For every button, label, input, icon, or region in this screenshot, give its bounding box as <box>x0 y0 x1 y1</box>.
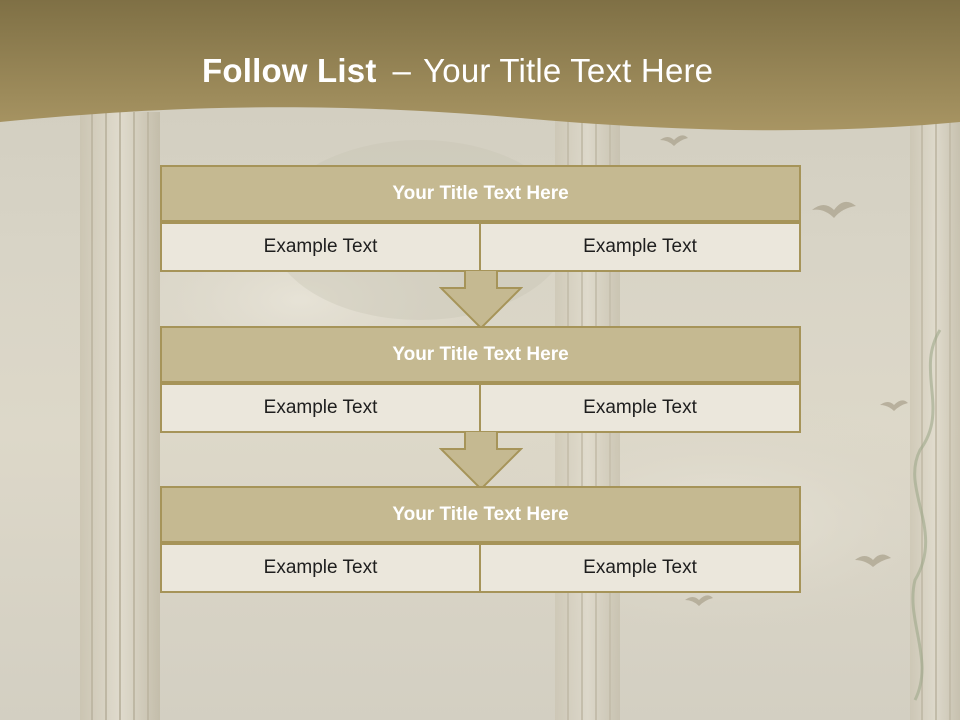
row-cell-left: Example Text <box>160 543 481 593</box>
row-cell-left: Example Text <box>160 383 481 433</box>
birds <box>660 135 908 606</box>
left-column <box>80 112 160 720</box>
row-header: Your Title Text Here <box>160 486 801 543</box>
down-arrow-icon <box>439 270 523 330</box>
row-header: Your Title Text Here <box>160 326 801 383</box>
title-dash: – <box>392 52 412 89</box>
title-band-shape <box>0 0 960 131</box>
right-column <box>910 110 960 720</box>
row-cell-right: Example Text <box>479 543 801 593</box>
row-cell-right: Example Text <box>479 383 801 433</box>
title-bold-part: Follow List <box>202 52 377 89</box>
row-header: Your Title Text Here <box>160 165 801 222</box>
slide-title: Follow List–Your Title Text Here <box>202 52 713 90</box>
row-cell-left: Example Text <box>160 222 481 272</box>
title-band: Follow List–Your Title Text Here <box>0 0 960 150</box>
down-arrow-icon <box>439 431 523 491</box>
row-cell-right: Example Text <box>479 222 801 272</box>
title-rest-part: Your Title Text Here <box>423 52 714 89</box>
